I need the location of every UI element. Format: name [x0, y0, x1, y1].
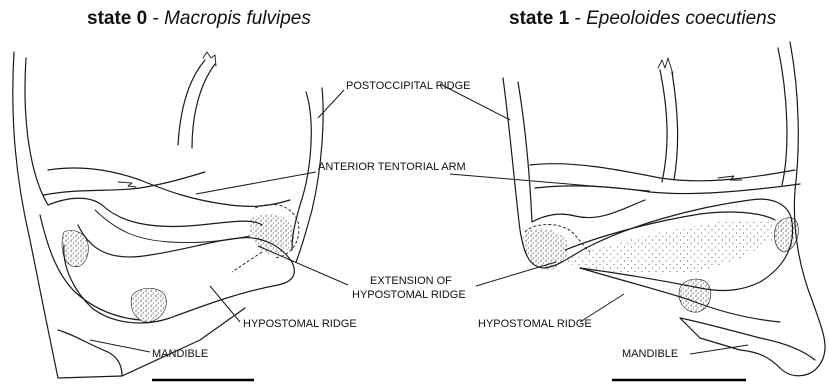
leader-lines	[90, 84, 748, 354]
leader-postoccipital-left	[318, 90, 344, 118]
right-stipple-patch-lower	[679, 279, 711, 312]
right-stipple-patch-right	[774, 218, 798, 252]
leader-mandible-left	[90, 340, 150, 352]
label-anterior-tentorial-arm: ANTERIOR TENTORIAL ARM	[318, 161, 466, 173]
left-stipple-patch-lower	[131, 288, 166, 322]
left-head-outline	[13, 52, 245, 378]
left-stipple-patch-joint	[250, 214, 294, 254]
right-top-stalk	[660, 70, 678, 182]
right-cross-arm-lower	[535, 184, 800, 194]
right-stipple-joint	[522, 229, 568, 271]
left-jaw-curve	[40, 215, 140, 320]
leader-extension-left	[258, 246, 348, 285]
label-extension-line1: EXTENSION OF	[370, 275, 452, 287]
label-hypostomal-ridge-left: HYPOSTOMAL RIDGE	[243, 318, 357, 330]
left-postoccipital-ridge	[292, 92, 311, 250]
label-extension-line2: HYPOSTOMAL RIDGE	[352, 289, 466, 301]
label-hypostomal-ridge-right: HYPOSTOMAL RIDGE	[478, 318, 592, 330]
left-tentorial-arm	[48, 198, 262, 226]
leader-tentorial-right	[450, 174, 650, 191]
leader-hypostomal-left	[210, 286, 240, 322]
left-stalk-tip	[203, 52, 216, 66]
left-stipple-patch-upper	[62, 231, 88, 267]
left-top-stalk	[178, 60, 215, 148]
right-tentorial-arm	[532, 200, 645, 222]
leader-extension-right	[476, 262, 556, 286]
right-cross-arm-upper	[530, 164, 795, 181]
left-mandible	[58, 330, 122, 376]
left-cross-arm-upper	[48, 168, 290, 206]
label-mandible-right: MANDIBLE	[622, 348, 678, 360]
right-jaw-curve	[680, 318, 815, 360]
label-postoccipital-ridge: POSTOCCIPITAL RIDGE	[346, 80, 471, 92]
left-arm-tip	[118, 182, 136, 187]
label-mandible-left: MANDIBLE	[152, 348, 208, 360]
right-head-outline-inner	[778, 48, 787, 185]
leader-tentorial-left	[196, 172, 316, 194]
right-stipple-band	[560, 220, 785, 275]
left-head-outline-inner	[25, 58, 48, 205]
